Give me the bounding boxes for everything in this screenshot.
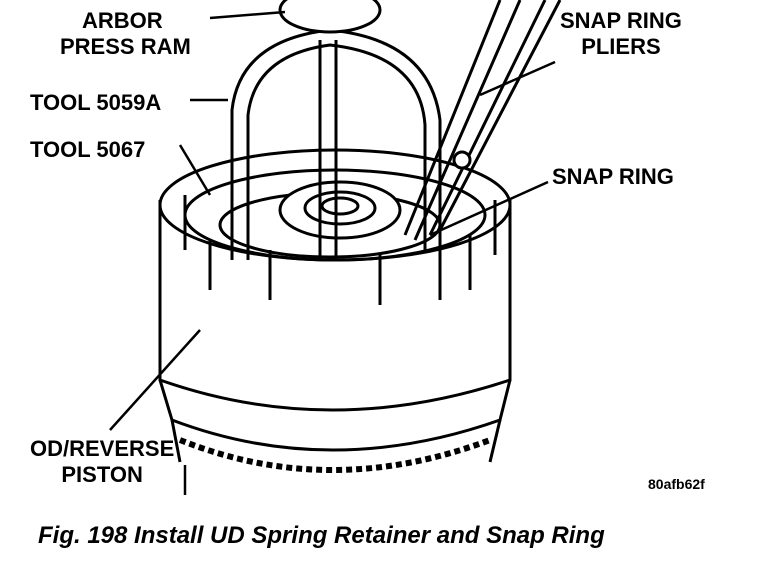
label-tool-5067: TOOL 5067: [30, 137, 146, 162]
figure-caption: Fig. 198 Install UD Spring Retainer and …: [38, 522, 605, 549]
label-od-reverse-piston: OD/REVERSE PISTON: [30, 436, 175, 487]
snap-ring-pliers-drawing: [403, 0, 562, 241]
figure-code: 80afb62f: [648, 476, 705, 492]
leader-lines: [109, 10, 556, 495]
label-snap-ring-pliers: SNAP RING PLIERS: [560, 8, 682, 59]
arbor-press-ram-drawing: [278, 0, 382, 34]
label-snap-ring: SNAP RING: [552, 164, 674, 189]
label-tool-5059a: TOOL 5059A: [30, 90, 162, 115]
label-arbor-press-ram: ARBOR PRESS RAM: [60, 8, 191, 59]
